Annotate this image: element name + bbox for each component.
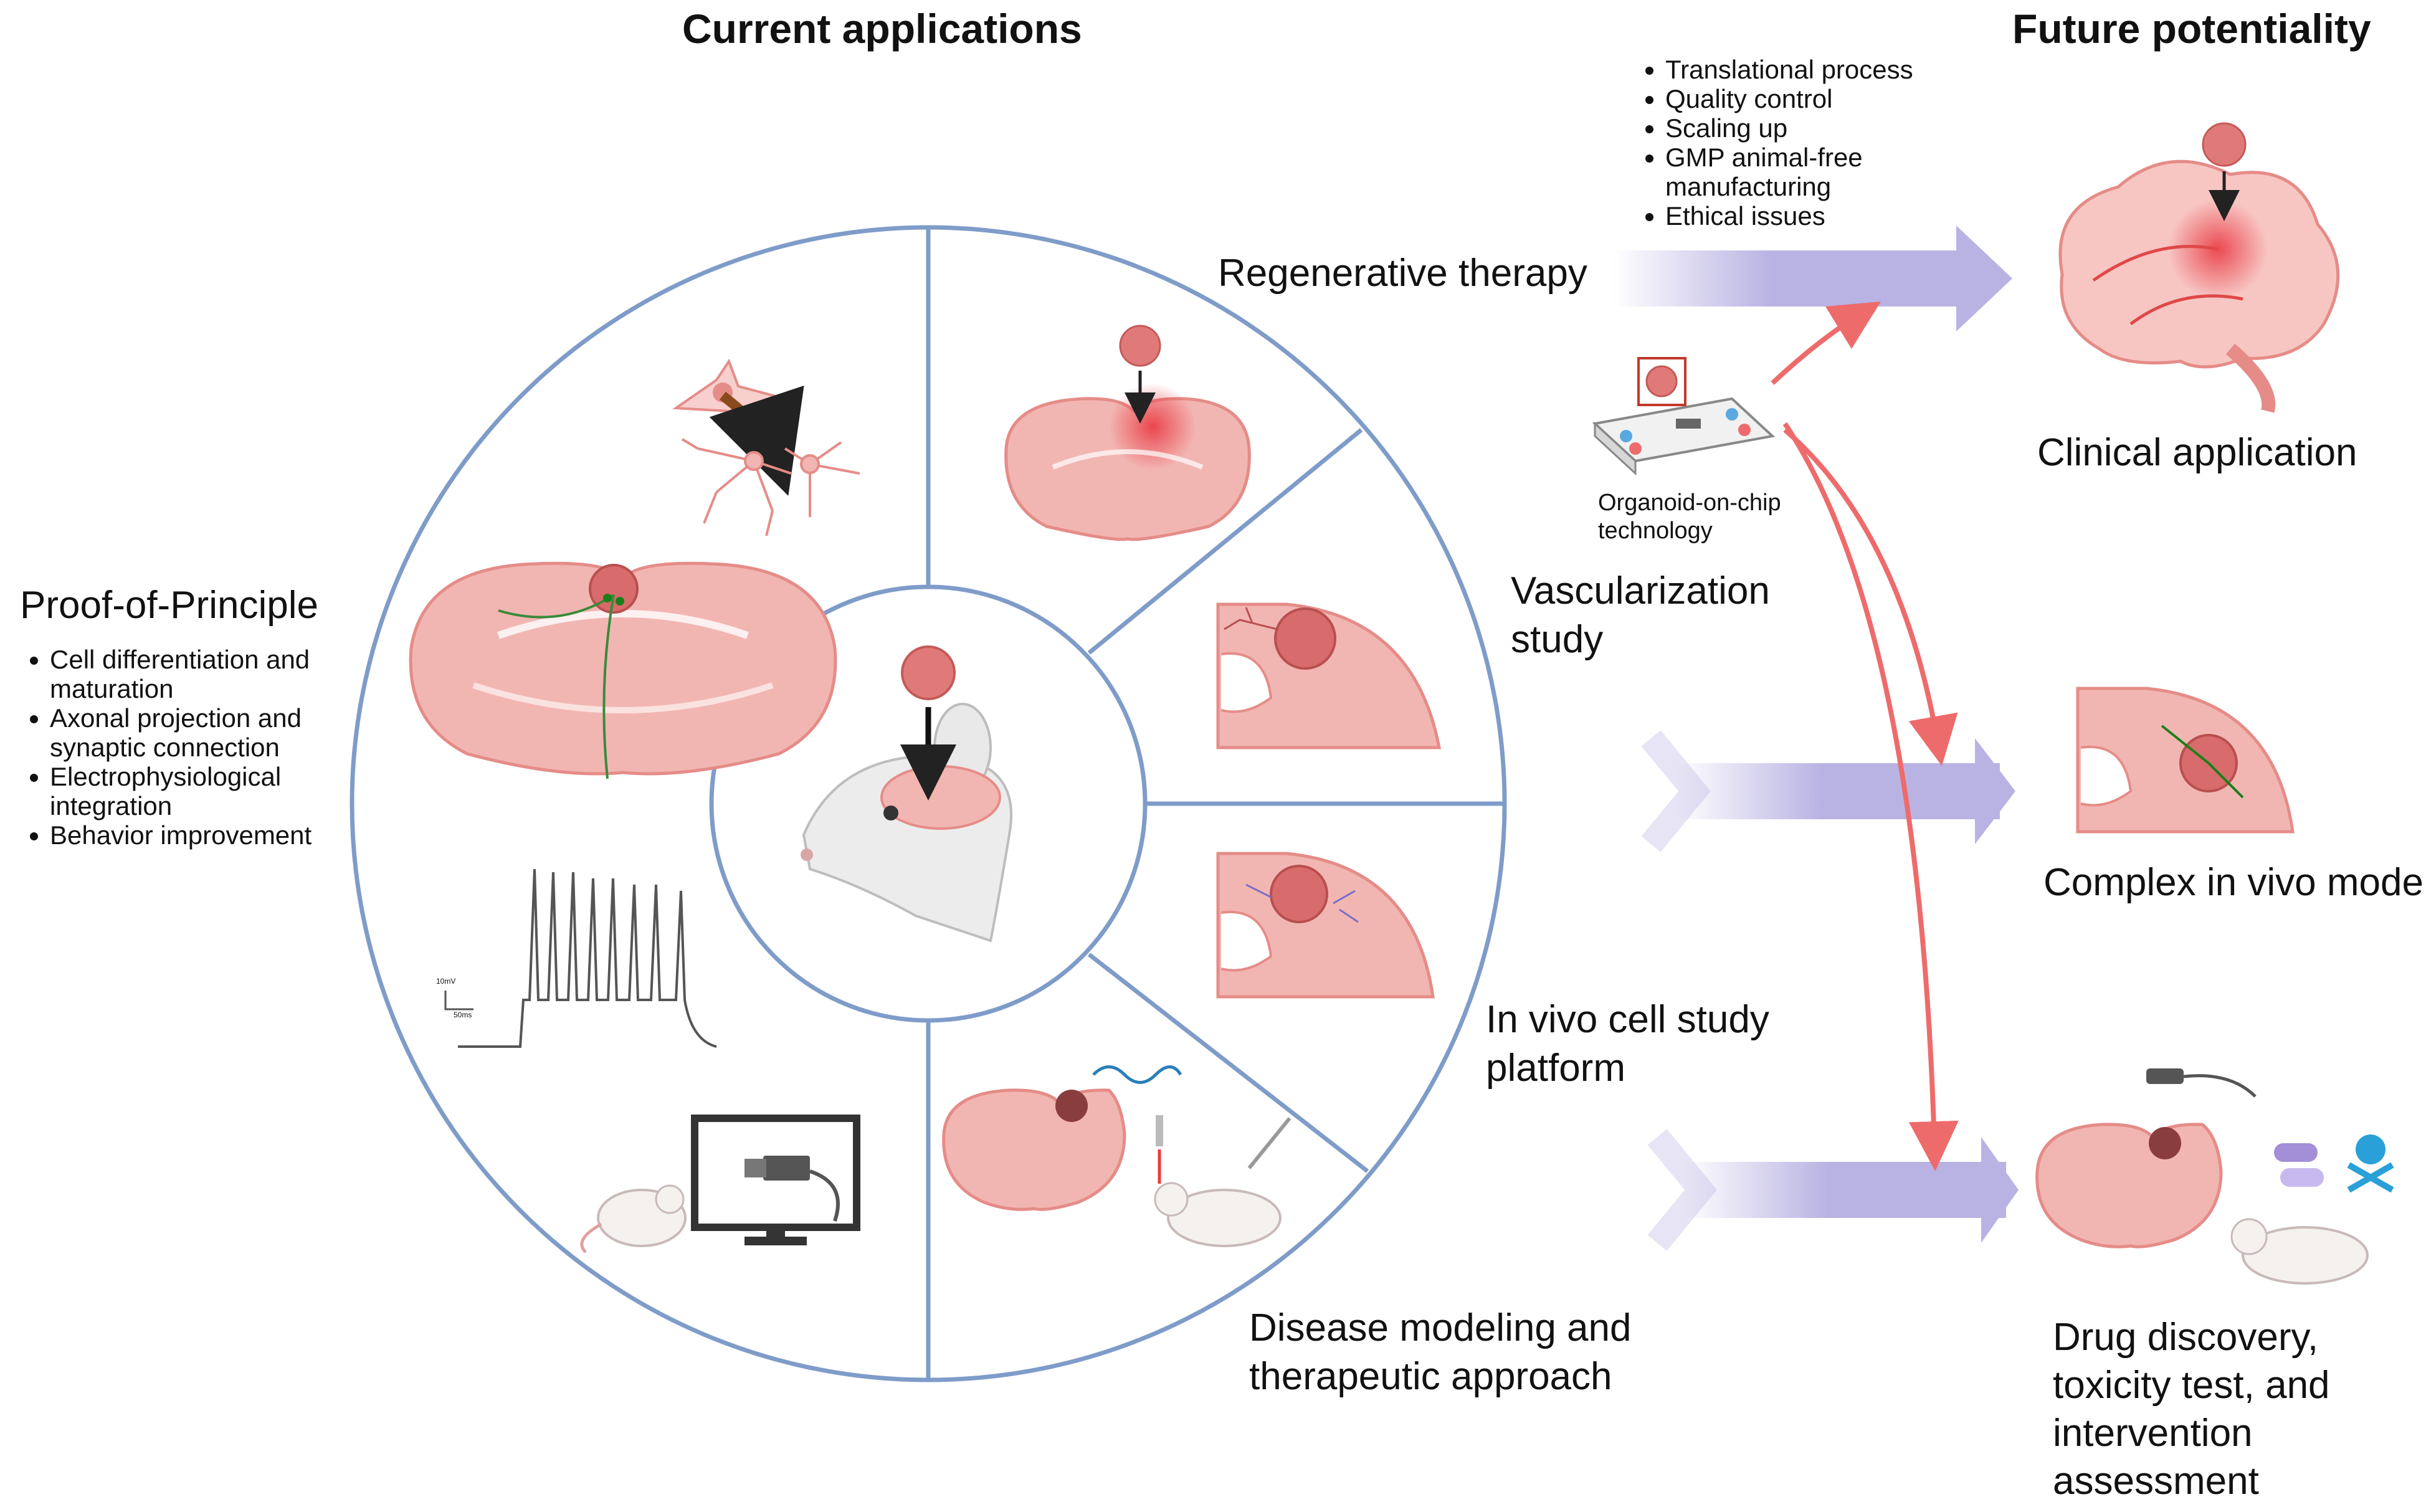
label-drug-line3: intervention <box>2053 1412 2253 1455</box>
in-vivo-cell-slice <box>1216 852 1435 999</box>
label-vascularization-line2: study <box>1511 618 1604 661</box>
skull-crossbones-icon <box>2347 1134 2394 1193</box>
brain-slice-projection <box>409 561 837 779</box>
label-disease-line1: Disease modeling and <box>1249 1306 1632 1349</box>
arrow-complex-model <box>1641 730 2015 852</box>
proof-bullet: Cell differentiation and maturation <box>50 645 374 703</box>
translational-bullet: Scaling up <box>1665 113 1989 143</box>
proof-bullets: Cell differentiation and maturation Axon… <box>20 645 374 850</box>
chip-red-arrows <box>1771 302 1959 1171</box>
label-complex-in-vivo-model: Complex in vivo model <box>2043 861 2426 904</box>
proof-bullet: Electrophysiological integration <box>50 762 374 820</box>
label-clinical-application: Clinical application <box>2037 431 2357 474</box>
organoid-on-chip-icon <box>1592 357 1776 476</box>
clinical-brain-icon <box>2058 122 2340 413</box>
mouse-transplant-icon <box>801 645 1013 943</box>
label-drug-line1: Drug discovery, <box>2053 1316 2319 1359</box>
action-potential-trace <box>444 868 717 1048</box>
label-regenerative-therapy: Regenerative therapy <box>1218 252 1587 295</box>
label-invivo-line2: platform <box>1486 1047 1625 1090</box>
behavior-monitor-icon <box>580 1115 860 1253</box>
label-vascularization-line1: Vascularization <box>1511 569 1770 612</box>
chip-label-line2: technology <box>1598 518 1713 544</box>
label-invivo-line1: In vivo cell study <box>1486 998 1769 1041</box>
trace-scale-time: 50ms <box>454 1010 472 1019</box>
disease-modeling-icon <box>942 1065 1291 1247</box>
label-drug-line4: assessment <box>2053 1460 2259 1503</box>
arrow-drug-discovery <box>1647 1129 2019 1251</box>
heading-future-potentiality: Future potentiality <box>2012 6 2371 52</box>
cell-differentiation-icon <box>672 358 860 536</box>
heading-current-applications: Current applications <box>682 6 1082 52</box>
proof-bullet: Axonal projection and synaptic connectio… <box>50 703 374 762</box>
chip-label-line1: Organoid-on-chip <box>1598 490 1781 516</box>
arrow-regenerative <box>1614 226 2012 331</box>
regenerative-brain-slice <box>1004 325 1251 541</box>
trace-scale-voltage: 10mV <box>436 977 456 986</box>
translational-bullet: GMP animal-free manufacturing <box>1665 143 1989 201</box>
complex-model-slice <box>2076 687 2295 834</box>
proof-bullet: Behavior improvement <box>50 820 374 850</box>
translational-bullet: Translational process <box>1665 55 1989 84</box>
vascularization-slice <box>1216 602 1442 749</box>
drug-discovery-icon <box>2035 1068 2394 1285</box>
translational-bullets: Translational process Quality control Sc… <box>1635 55 1989 231</box>
proof-title: Proof-of-Principle <box>20 584 318 627</box>
translational-bullet: Quality control <box>1665 84 1989 113</box>
translational-bullet: Ethical issues <box>1665 201 1989 231</box>
label-disease-line2: therapeutic approach <box>1249 1355 1612 1398</box>
label-drug-line2: toxicity test, and <box>2053 1364 2330 1407</box>
